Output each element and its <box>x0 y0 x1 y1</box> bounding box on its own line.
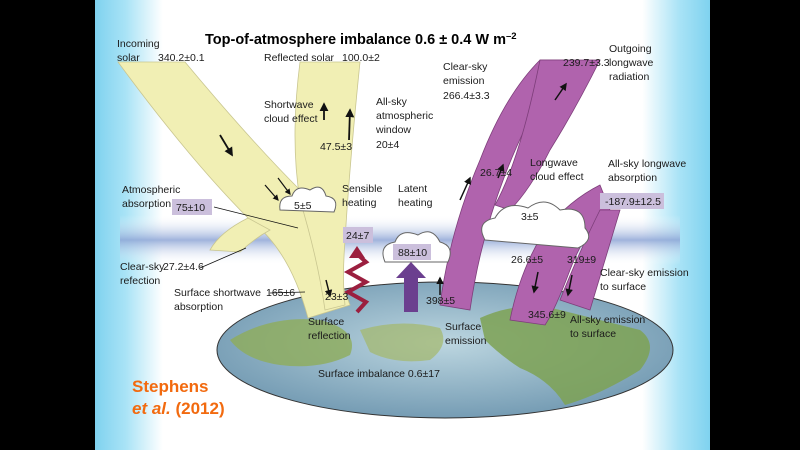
surface-emission-label-2: emission <box>445 335 487 347</box>
surface-emission-label-1: Surface <box>445 321 481 333</box>
window-label-3: window <box>375 124 411 136</box>
latent-label-2: heating <box>398 197 433 209</box>
all-sky-to-surface-label-2: to surface <box>570 328 616 340</box>
clear-sky-to-surface-label-1: Clear-sky emission <box>600 267 689 279</box>
down-value-1: 26.6±5 <box>511 254 543 266</box>
clear-sky-emission-value: 266.4±3.3 <box>443 90 490 102</box>
arrow-incoming <box>219 134 233 157</box>
latent-heating-arrow-shaft <box>404 276 418 312</box>
sensible-heating-arrow <box>343 252 371 314</box>
surface-sw-label-2: absorption <box>174 301 223 313</box>
lw-cloud-value: 26.7±4 <box>480 167 512 179</box>
latent-value: 88±10 <box>398 247 427 259</box>
down-value-2: 319±9 <box>567 254 596 266</box>
arrow-sw-cloud-2 <box>277 177 291 195</box>
longwave-outgoing-beam <box>494 59 601 211</box>
incoming-solar-label-2: solar <box>117 52 140 64</box>
arrow-down-2 <box>565 274 573 297</box>
lw-cloud-label-1: Longwave <box>530 157 578 169</box>
surface-emission-value: 398±5 <box>426 295 455 307</box>
clear-sky-reflection-label-2: refection <box>120 275 160 287</box>
citation-year: et al. (2012) <box>132 399 225 418</box>
surface-imbalance-label: Surface imbalance 0.6±17 <box>318 368 440 380</box>
lw-absorption-label-2: absorption <box>608 172 657 184</box>
olr-label-3: radiation <box>609 71 649 83</box>
atm-absorption-box <box>172 199 212 215</box>
olr-value: 239.7±3.3 <box>563 57 610 69</box>
reflected-solar-beam <box>294 61 361 311</box>
shortwave-cloud-label-2: cloud effect <box>264 113 318 125</box>
sensible-value: 24±7 <box>346 230 369 242</box>
clear-sky-reflection-label-1: Clear-sky <box>120 261 165 273</box>
longwave-all-sky-down <box>559 209 621 311</box>
leader-atm-absorption <box>213 206 299 229</box>
atm-absorption-value: 75±10 <box>176 202 205 214</box>
incoming-solar-label-1: Incoming <box>117 38 160 50</box>
arrow-down-1 <box>531 271 539 294</box>
all-sky-down-value: 345.6±9 <box>528 309 566 321</box>
window-label-2: atmospheric <box>376 110 433 122</box>
sensible-heating-arrow-head <box>349 246 365 258</box>
sensible-value-box <box>343 227 373 243</box>
diagram-title: Top-of-atmosphere imbalance 0.6 ± 0.4 W … <box>205 31 517 48</box>
latent-value-box <box>393 244 431 260</box>
earth-land-left <box>230 319 352 367</box>
shortwave-cloud-value: 47.5±3 <box>320 141 352 153</box>
surface-reflection-label-1: Surface <box>308 316 344 328</box>
arrow-olr <box>554 82 567 101</box>
window-label-1: All-sky <box>376 96 408 108</box>
clear-sky-emission-label-2: emission <box>443 75 485 87</box>
lw-absorption-value: -187.9±12.5 <box>605 196 661 208</box>
leader-clear-sky-reflection <box>199 247 247 269</box>
clear-sky-reflection-value: 27.2±4.6 <box>163 261 204 273</box>
lw-cloud-small-value: 3±5 <box>521 211 539 223</box>
arrow-clear-sky-up <box>459 176 471 201</box>
shortwave-incoming-beam <box>117 61 351 319</box>
atm-absorption-label-1: Atmospheric <box>122 184 180 196</box>
lw-cloud-label-2: cloud effect <box>530 171 584 183</box>
clear-sky-reflection-beam <box>209 217 271 253</box>
surface-sw-label-1: Surface shortwave <box>174 287 261 299</box>
earth-land-americas <box>480 306 650 405</box>
lw-absorption-box <box>600 193 664 209</box>
surface-reflection-label-2: reflection <box>308 330 351 342</box>
surface-sw-value: 165±6 <box>266 287 295 299</box>
window-value: 20±4 <box>376 139 399 151</box>
sw-cloud-small-value: 5±5 <box>294 200 312 212</box>
arrow-lw-cloud <box>497 163 505 179</box>
sensible-label-2: heating <box>342 197 377 209</box>
arrow-window <box>345 108 355 141</box>
cloud-shortwave <box>279 186 337 213</box>
reflected-solar-label: Reflected solar <box>264 52 335 64</box>
lw-absorption-label-1: All-sky longwave <box>608 158 686 170</box>
atm-absorption-label-2: absorption <box>122 198 171 210</box>
arrow-surface-sw <box>324 279 333 298</box>
arrow-sw-cloud-1 <box>264 184 279 201</box>
olr-label-1: Outgoing <box>609 43 652 55</box>
earth-land-center <box>360 323 444 362</box>
leader-surface-sw <box>269 291 306 294</box>
citation-author: Stephens <box>132 377 209 396</box>
incoming-solar-value: 340.2±0.1 <box>158 52 205 64</box>
reflected-solar-value: 100.0±2 <box>342 52 380 64</box>
latent-heating-arrow-head <box>396 262 426 278</box>
latent-label-1: Latent <box>398 183 427 195</box>
cloud-longwave <box>481 201 590 249</box>
all-sky-to-surface-label-1: All-sky emission <box>570 314 645 326</box>
clear-sky-to-surface-label-2: to surface <box>600 281 646 293</box>
olr-label-2: longwave <box>609 57 654 69</box>
sensible-label-1: Sensible <box>342 183 382 195</box>
shortwave-cloud-label-1: Shortwave <box>264 99 314 111</box>
surface-reflection-value: 23±3 <box>325 291 348 303</box>
clear-sky-emission-label-1: Clear-sky <box>443 61 488 73</box>
